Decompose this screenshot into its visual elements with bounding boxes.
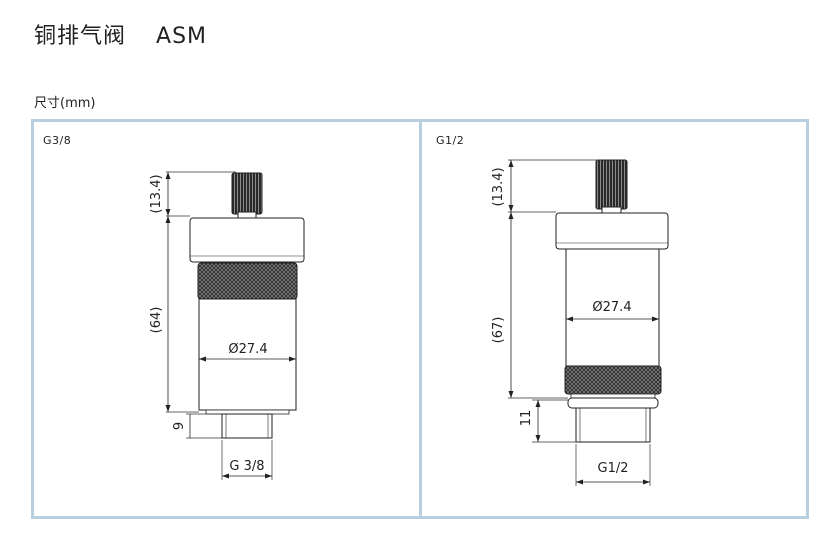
dim-cap-height: (13.4) (491, 167, 506, 206)
product-name: 铜排气阀 (34, 24, 127, 49)
dim-body-height: (64) (149, 307, 164, 334)
knurled-ring (197, 262, 298, 300)
main-body (565, 248, 660, 367)
valve-drawing-g38: (13.4) (64) 9 Ø27.4 G 3/8 (149, 171, 305, 480)
dim-diameter: Ø27.4 (228, 342, 267, 357)
collar (567, 397, 659, 409)
dim-cap-height: (13.4) (149, 174, 164, 213)
dim-thread-height: 9 (172, 422, 187, 430)
thread-stub (575, 407, 651, 443)
vent-cap (231, 172, 263, 215)
dim-body-height: (67) (491, 317, 506, 344)
panel-label-g12: G1/2 (436, 134, 465, 147)
top-body (555, 212, 669, 250)
product-model: ASM (156, 24, 208, 49)
dim-thread-height: 11 (519, 410, 534, 427)
dim-thread-size: G1/2 (598, 461, 629, 476)
panel-divider (419, 119, 422, 519)
main-body (198, 298, 297, 411)
top-body (189, 217, 305, 263)
valve-drawing-g12: (13.4) (67) 11 Ø27.4 G1/2 (491, 159, 669, 486)
vent-cap (595, 159, 628, 210)
cap-neck (601, 206, 622, 214)
dim-thread-size: G 3/8 (229, 459, 264, 474)
panel-label-g38: G3/8 (43, 134, 72, 147)
page-title: 铜排气阀 ASM (34, 18, 207, 50)
dim-diameter: Ø27.4 (592, 300, 631, 315)
knurled-ring (564, 365, 662, 395)
cap-neck (237, 211, 257, 219)
thread-stub (221, 413, 273, 439)
section-label: 尺寸(mm) (34, 96, 96, 111)
